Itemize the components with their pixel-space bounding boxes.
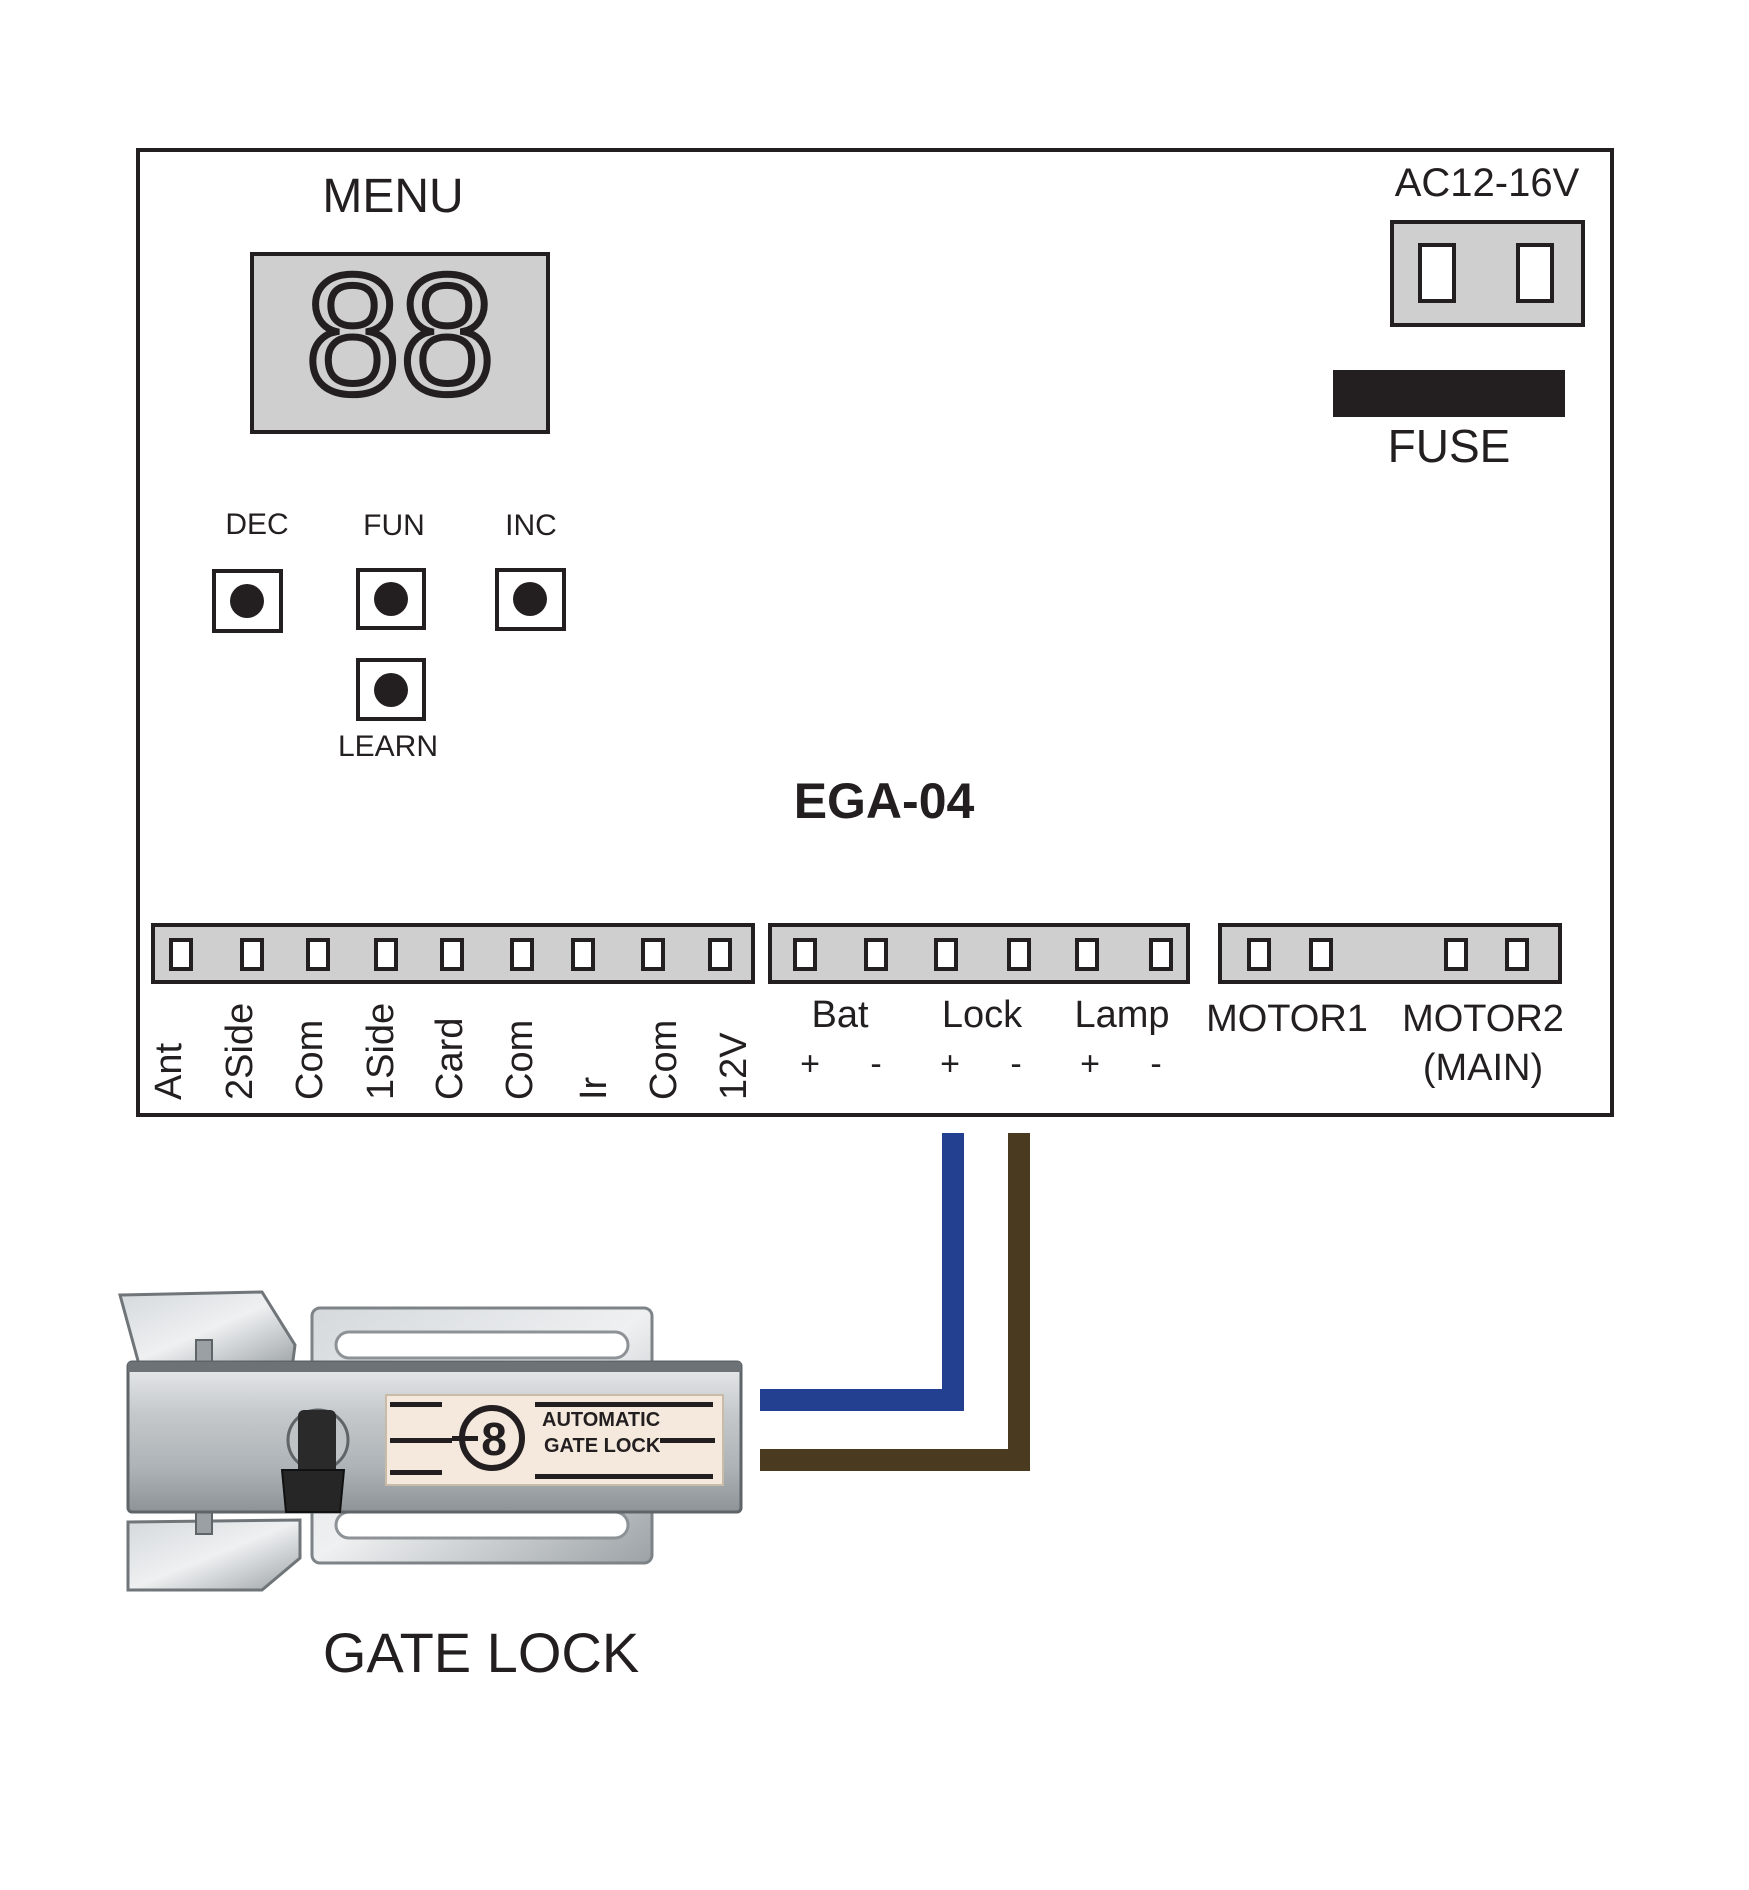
bat-minus-label: - — [870, 1045, 881, 1083]
terminal-pin — [864, 938, 888, 971]
terminal-label-1side: 1Side — [360, 1003, 402, 1100]
inc-button[interactable] — [495, 568, 566, 631]
lock-body-edge — [128, 1362, 741, 1372]
terminal-pin — [440, 938, 464, 971]
inc-label: INC — [505, 509, 557, 542]
power-pin — [1516, 243, 1554, 303]
lock-positive-wire — [760, 1133, 964, 1411]
display-digits: 88 — [305, 240, 494, 430]
output-terminal-block — [768, 923, 1190, 984]
power-pin — [1418, 243, 1456, 303]
motor-pins — [1247, 938, 1529, 971]
fun-label: FUN — [363, 509, 425, 542]
terminal-pin — [510, 938, 534, 971]
terminal-label-card: Card — [429, 1018, 471, 1100]
gate-lock-caption: GATE LOCK — [323, 1621, 639, 1684]
lock-label-line2: GATE LOCK — [544, 1435, 661, 1457]
terminal-pin — [306, 938, 330, 971]
learn-button[interactable] — [356, 658, 426, 721]
lamp-plus-label: + — [1080, 1045, 1100, 1083]
terminal-pin — [1149, 938, 1173, 971]
fuse — [1333, 370, 1565, 417]
model-name: EGA-04 — [794, 773, 975, 829]
motor2-label: MOTOR2 — [1402, 998, 1564, 1040]
menu-label: MENU — [322, 170, 463, 223]
motor2-main-label: (MAIN) — [1423, 1047, 1543, 1089]
fun-button[interactable] — [356, 568, 426, 630]
terminal-label-ant: Ant — [148, 1043, 190, 1100]
lock-label: Lock — [942, 994, 1023, 1036]
lamp-label: Lamp — [1074, 994, 1169, 1036]
menu-display — [250, 252, 550, 434]
lock-minus-label: - — [1010, 1045, 1021, 1083]
terminal-label-12v: 12V — [713, 1032, 755, 1100]
input-terminal-labels: Ant 2Side Com 1Side Card Com Ir Com 12V — [148, 1003, 755, 1100]
terminal-pin — [1247, 938, 1271, 971]
control-board: MENU 88 AC12-16V FUSE DEC FUN INC — [136, 148, 1614, 1117]
power-label: AC12-16V — [1395, 161, 1580, 205]
lock-logo-icon — [452, 1405, 525, 1471]
terminal-label-com: Com — [289, 1020, 331, 1100]
terminal-label-ir: Ir — [573, 1076, 615, 1100]
fuse-label: FUSE — [1388, 420, 1511, 472]
lock-flange-top — [118, 1290, 297, 1370]
output-pins — [793, 938, 1173, 971]
lamp-minus-label: - — [1150, 1045, 1161, 1083]
key-icon — [280, 1408, 350, 1513]
bat-label: Bat — [811, 994, 868, 1036]
terminal-pin — [1007, 938, 1031, 971]
terminal-pin — [934, 938, 958, 971]
gate-lock-image: 8 AUTOMATIC GATE LOCK — [118, 1290, 743, 1592]
motor-terminal-block — [1218, 923, 1562, 984]
wires — [760, 1133, 1030, 1471]
bat-plus-label: + — [800, 1045, 820, 1083]
lock-flange-bottom — [126, 1518, 302, 1592]
bracket-slot — [334, 1330, 630, 1360]
terminal-pin — [1309, 938, 1333, 971]
terminal-label-2side: 2Side — [219, 1003, 261, 1100]
learn-label: LEARN — [338, 730, 438, 763]
terminal-pin — [641, 938, 665, 971]
terminal-pin — [708, 938, 732, 971]
terminal-pin — [1505, 938, 1529, 971]
terminal-pin — [571, 938, 595, 971]
terminal-pin — [240, 938, 264, 971]
terminal-pin — [169, 938, 193, 971]
terminal-pin — [1075, 938, 1099, 971]
lock-logo-glyph: 8 — [481, 1413, 507, 1465]
lock-label-line1: AUTOMATIC — [542, 1409, 660, 1431]
dec-button[interactable] — [212, 569, 283, 633]
lock-plus-label: + — [940, 1045, 960, 1083]
terminal-label-com: Com — [643, 1020, 685, 1100]
dec-label: DEC — [225, 508, 288, 541]
terminal-pin — [374, 938, 398, 971]
input-pins — [169, 938, 732, 971]
bracket-slot — [334, 1510, 630, 1540]
terminal-pin — [1444, 938, 1468, 971]
label-stripes — [390, 1402, 715, 1479]
power-connector — [1390, 220, 1585, 327]
terminal-pin — [793, 938, 817, 971]
motor1-label: MOTOR1 — [1206, 998, 1368, 1040]
terminal-label-com: Com — [499, 1020, 541, 1100]
lock-negative-wire — [760, 1133, 1030, 1471]
